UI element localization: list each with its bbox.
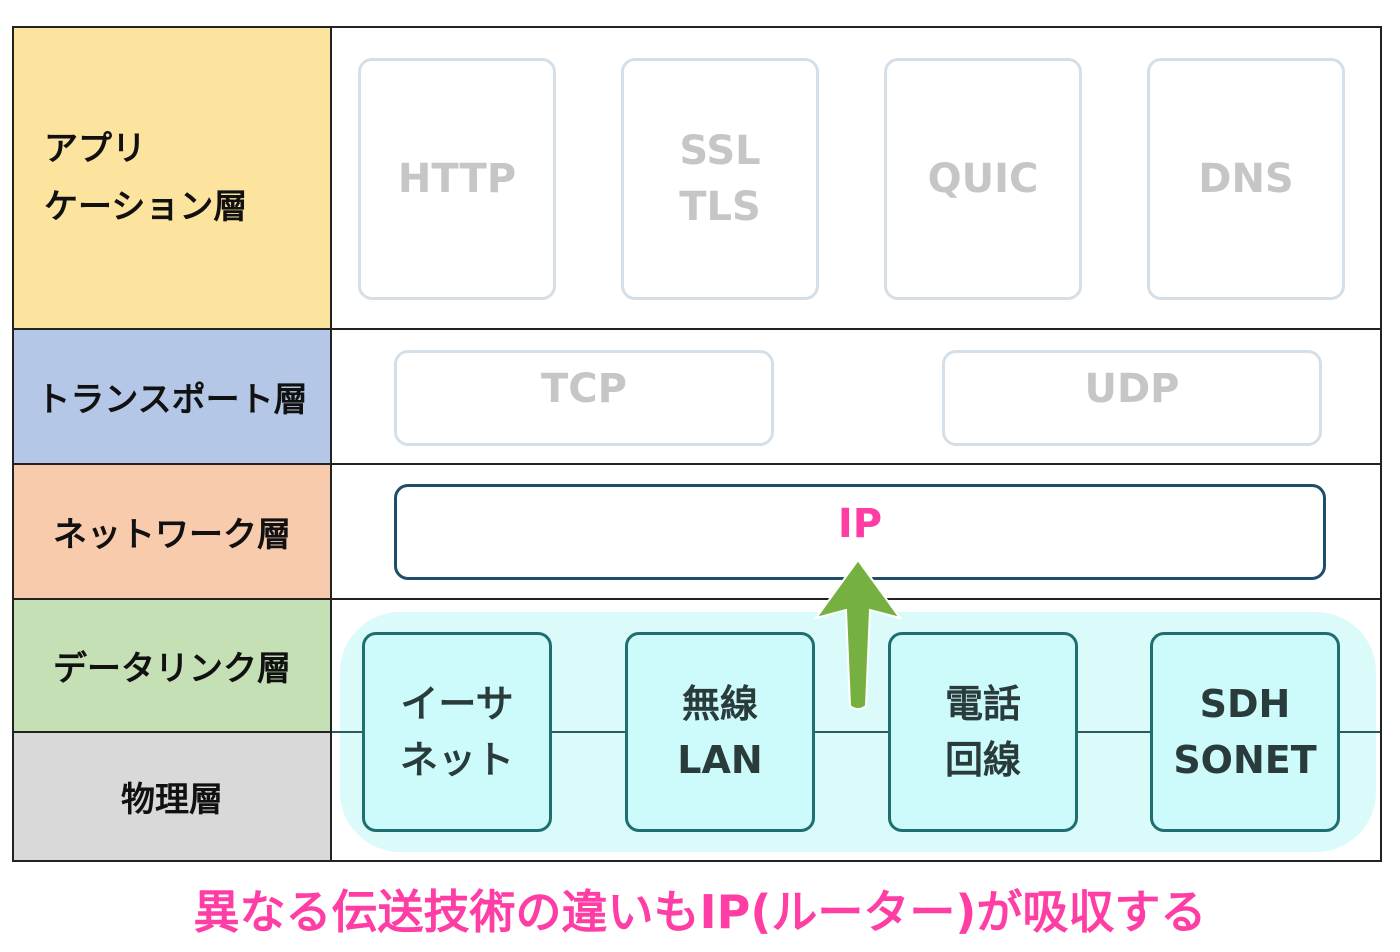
transport-layer-label: トランスポート層 (14, 330, 332, 463)
protocol-label: IP (837, 501, 883, 547)
protocol-label: TCP (541, 366, 627, 412)
application-layer-label-line-1: アプリ (44, 129, 146, 169)
datalink-layer-label: データリンク層 (14, 600, 332, 731)
protocol-label: QUIC (927, 156, 1039, 202)
protocol-label: DNS (1198, 156, 1294, 202)
protocol-label: UDP (1084, 366, 1180, 412)
protocol-label: HTTP (397, 156, 517, 202)
protocol-box-dns: DNS (1147, 58, 1345, 300)
link-tech-label: SONET (1173, 738, 1317, 782)
protocol-label: SSL (679, 128, 761, 174)
link-tech-phone-line: 電話 回線 (888, 632, 1078, 832)
link-tech-label: LAN (677, 738, 763, 782)
row-divider (14, 463, 1380, 465)
osi-layer-diagram: アプリ ケーション層 トランスポート層 ネットワーク層 データリンク層 物理層 … (12, 26, 1382, 862)
link-tech-label: SDH (1199, 682, 1291, 726)
protocol-box-udp: UDP (942, 350, 1322, 446)
protocol-box-http: HTTP (358, 58, 556, 300)
link-tech-sdh-sonet: SDH SONET (1150, 632, 1340, 832)
caption: 異なる伝送技術の違いもIP(ルーター)が吸収する (193, 885, 1207, 939)
link-tech-label: ネット (399, 738, 514, 782)
physical-layer-label: 物理層 (14, 732, 332, 860)
link-tech-wireless-lan: 無線 LAN (625, 632, 815, 832)
link-tech-ethernet: イーサ ネット (362, 632, 552, 832)
up-arrow-icon (814, 558, 902, 710)
protocol-label: TLS (679, 184, 761, 230)
link-tech-label: イーサ (400, 682, 514, 726)
row-divider (14, 328, 1380, 330)
protocol-box-quic: QUIC (884, 58, 1082, 300)
layer-boundary-line (332, 731, 1380, 733)
row-divider (14, 731, 332, 733)
application-layer-label: アプリ ケーション層 (14, 28, 332, 328)
link-tech-label: 電話 (944, 682, 1021, 726)
application-layer-label-line-2: ケーション層 (44, 187, 248, 227)
link-tech-label: 回線 (944, 738, 1021, 782)
link-tech-label: 無線 (681, 682, 758, 726)
row-divider (14, 598, 1380, 600)
network-layer-label: ネットワーク層 (14, 465, 332, 598)
protocol-box-tcp: TCP (394, 350, 774, 446)
protocol-box-ssl-tls: SSL TLS (621, 58, 819, 300)
